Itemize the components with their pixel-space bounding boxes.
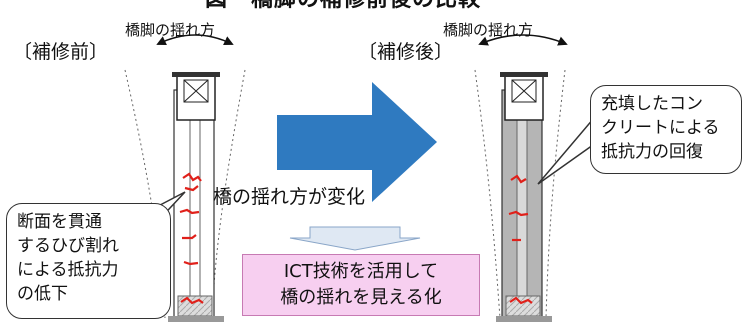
- cracks-after: [508, 174, 533, 305]
- callout-line: の低下: [17, 284, 68, 304]
- sway-label-before: 橋脚の揺れ方: [125, 21, 216, 39]
- concrete-callout: 充填したコン クリートによる 抵抗力の回復: [590, 85, 742, 174]
- sway-label-after: 橋脚の揺れ方: [443, 21, 534, 39]
- pier-after: [474, 34, 568, 322]
- ict-visualization-box: ICT技術を活用して 橋の揺れを見える化: [242, 254, 480, 316]
- callout-line: クリートによる: [601, 118, 720, 138]
- ict-line-2: 橋の揺れを見える化: [280, 287, 442, 308]
- sway-outline-right: [211, 69, 246, 319]
- callout-line: 充填したコン: [601, 94, 703, 114]
- before-repair-label: 〔補修前〕: [13, 41, 109, 63]
- callout-line: 断面を貫通: [17, 212, 102, 232]
- change-arrow: [277, 82, 437, 202]
- callout-line: による抵抗力: [17, 260, 119, 280]
- down-arrow: [289, 226, 421, 251]
- ict-line-1: ICT技術を活用して: [283, 261, 439, 282]
- callout-right-tail: [537, 117, 601, 185]
- sway-change-text: 橋の揺れ方が変化: [213, 186, 366, 208]
- callout-line: 抵抗力の回復: [601, 142, 703, 162]
- figure-title: 図 橋脚の補修前後の比較: [205, 0, 481, 13]
- callout-line: するひび割れ: [17, 236, 119, 256]
- cracks-before: [179, 172, 204, 305]
- crack-callout: 断面を貫通 するひび割れ による抵抗力 の低下: [6, 203, 171, 319]
- after-repair-label: 〔補修後〕: [358, 41, 454, 63]
- pier-before: [124, 34, 246, 322]
